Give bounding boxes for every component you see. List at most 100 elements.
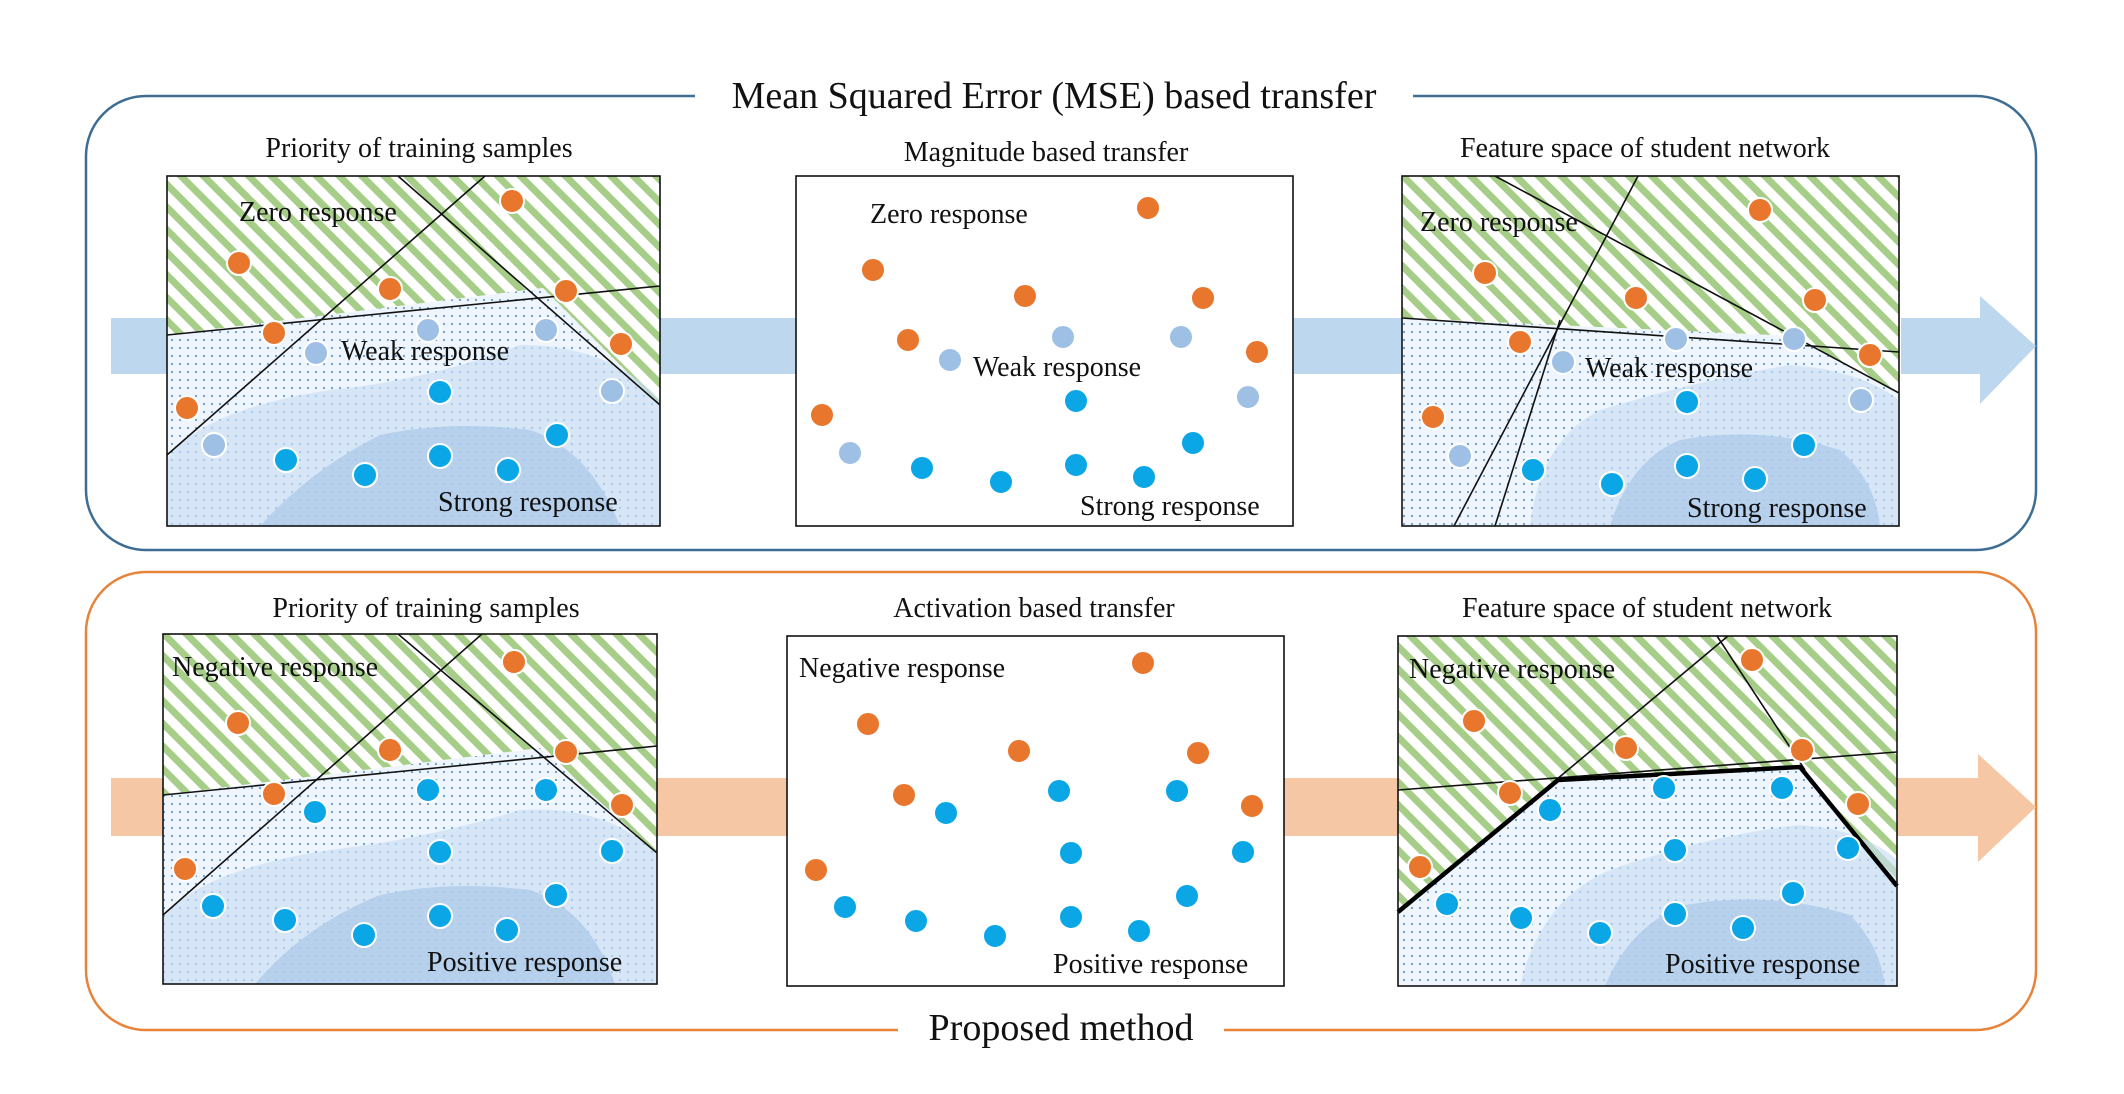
orange-dot [499, 188, 525, 214]
bottom-panel-activation: Activation based transfer Negative respo… [786, 593, 1285, 987]
orange-dot [1006, 738, 1032, 764]
strong-dot [988, 469, 1014, 495]
weak-dot [837, 440, 863, 466]
orange-dot [891, 782, 917, 808]
positive-dot [903, 908, 929, 934]
orange-dot [1789, 737, 1815, 763]
positive-dot [1058, 840, 1084, 866]
label-strong: Strong response [1080, 491, 1260, 522]
strong-dot [427, 443, 453, 469]
orange-dot [895, 327, 921, 353]
orange-dot [855, 711, 881, 737]
weak-dot [533, 317, 559, 343]
orange-dot [225, 710, 251, 736]
strong-dot [495, 457, 521, 483]
panel-title: Feature space of student network [1462, 593, 1832, 624]
positive-dot [1651, 775, 1677, 801]
label-weak: Weak response [973, 352, 1141, 383]
strong-dot [1520, 457, 1546, 483]
panel-title: Magnitude based transfer [904, 137, 1189, 168]
orange-dot [1613, 735, 1639, 761]
bottom-arrow [111, 754, 2036, 862]
orange-dot [377, 737, 403, 763]
panel-title: Feature space of student network [1460, 133, 1830, 164]
orange-dot [1130, 650, 1156, 676]
strong-dot [1131, 464, 1157, 490]
sample-points [1407, 647, 1871, 946]
positive-dot [1537, 797, 1563, 823]
strong-dot [1791, 432, 1817, 458]
sample-points [174, 188, 634, 488]
positive-dot [494, 917, 520, 943]
panel-title: Priority of training samples [265, 133, 572, 164]
orange-dot [1472, 260, 1498, 286]
strong-dot [1063, 452, 1089, 478]
weak-dot [937, 347, 963, 373]
weak-dot [1050, 324, 1076, 350]
zero-region [167, 176, 660, 405]
positive-dot [1434, 891, 1460, 917]
positive-dot [1058, 904, 1084, 930]
strong-dot [1674, 389, 1700, 415]
positive-dot [1662, 901, 1688, 927]
label-negative: Negative response [799, 653, 1005, 684]
orange-dot [553, 739, 579, 765]
positive-dot [1835, 835, 1861, 861]
orange-dot [174, 395, 200, 421]
label-positive: Positive response [427, 947, 622, 978]
zero-region [1402, 176, 1899, 393]
label-strong: Strong response [1687, 493, 1867, 524]
strong-dot [352, 462, 378, 488]
label-negative: Negative response [1409, 654, 1615, 685]
positive-dot [1046, 778, 1072, 804]
orange-dot [1845, 791, 1871, 817]
weak-dot [1235, 384, 1261, 410]
top-panel-student: Feature space of student network Zero re… [1401, 133, 1900, 527]
bottom-section-title: Proposed method [929, 1007, 1194, 1049]
strong-dot [273, 447, 299, 473]
positive-dot [982, 923, 1008, 949]
orange-dot [1802, 287, 1828, 313]
weak-dot [415, 317, 441, 343]
positive-dot [933, 800, 959, 826]
positive-dot [1587, 920, 1613, 946]
bottom-section: Proposed method Priority of training sam… [84, 570, 2038, 1052]
positive-dot [200, 893, 226, 919]
orange-dot [1185, 740, 1211, 766]
label-zero: Zero response [870, 199, 1028, 230]
positive-dot [832, 894, 858, 920]
positive-dot [599, 838, 625, 864]
sample-points [172, 649, 635, 948]
bottom-panel-student: Feature space of student network Negativ… [1396, 593, 1899, 987]
label-weak: Weak response [1585, 353, 1753, 384]
weak-dot [1447, 443, 1473, 469]
weak-dot [201, 432, 227, 458]
orange-dot [1747, 197, 1773, 223]
positive-dot [1164, 778, 1190, 804]
top-section: Mean Squared Error (MSE) based transfer … [84, 72, 2038, 552]
positive-dot [427, 839, 453, 865]
orange-dot [172, 856, 198, 882]
orange-dot [1239, 793, 1265, 819]
top-panel-magnitude: Magnitude based transfer Zero response W… [795, 137, 1294, 527]
label-strong: Strong response [438, 487, 618, 518]
orange-dot [1407, 854, 1433, 880]
label-negative: Negative response [172, 652, 378, 683]
orange-dot [1135, 195, 1161, 221]
positive-dot [543, 882, 569, 908]
orange-dot [501, 649, 527, 675]
orange-dot [1623, 285, 1649, 311]
positive-dot [351, 922, 377, 948]
strong-dot [1063, 388, 1089, 414]
sample-points [809, 195, 1270, 495]
positive-dot [1769, 775, 1795, 801]
positive-dot [415, 777, 441, 803]
strong-dot [1674, 453, 1700, 479]
panel-title: Activation based transfer [893, 593, 1175, 624]
positive-dot [1174, 883, 1200, 909]
orange-dot [1190, 285, 1216, 311]
weak-dot [1168, 324, 1194, 350]
bottom-panel-priority: Priority of training samples Negative re… [162, 593, 658, 985]
positive-dot [533, 777, 559, 803]
